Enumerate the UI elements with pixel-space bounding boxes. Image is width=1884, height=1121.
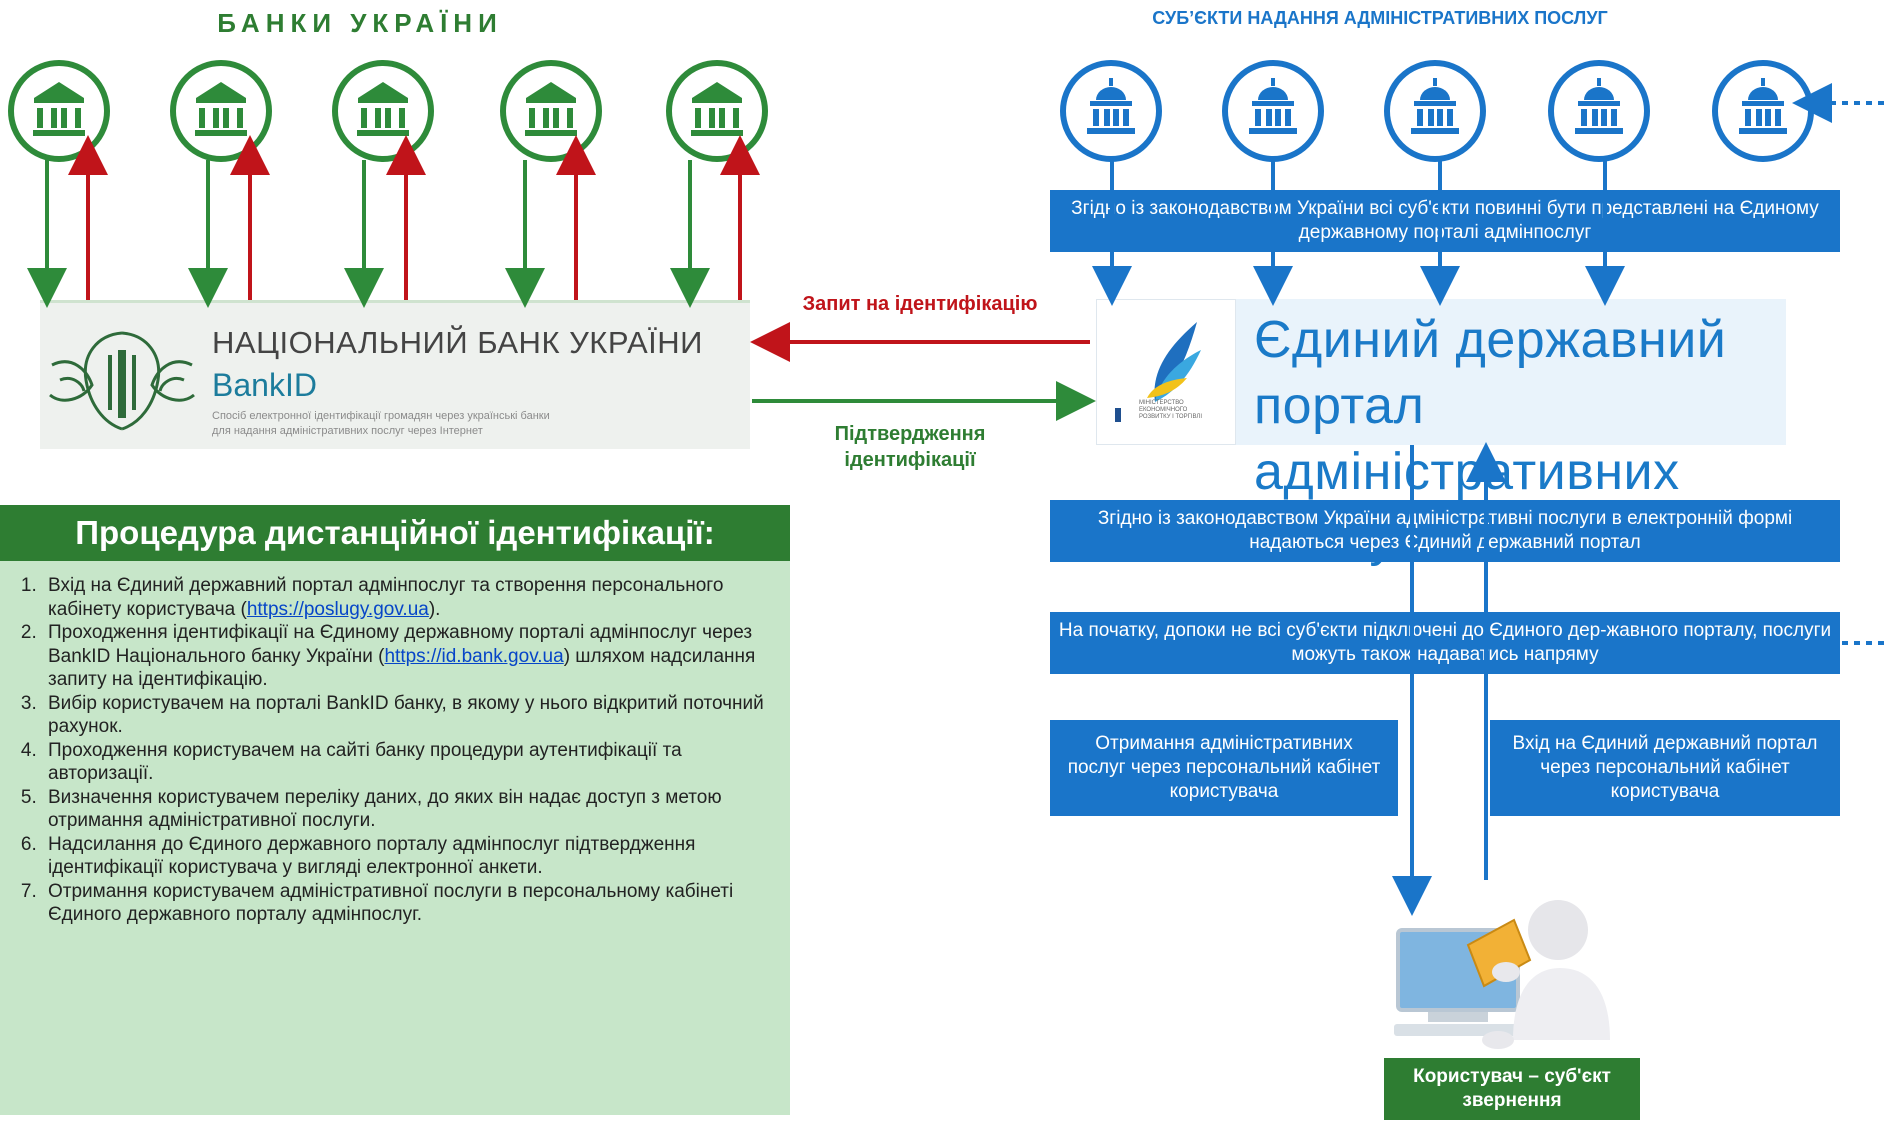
procedure-step: Вхід на Єдиний державний портал адмінпос… [42, 574, 790, 621]
procedure-step: Проходження ідентифікації на Єдиному дер… [42, 621, 790, 692]
procedure-step: Надсилання до Єдиного державного порталу… [42, 833, 790, 880]
procedure-step: Визначення користувачем переліку даних, … [42, 786, 790, 833]
user-at-computer-icon [1394, 900, 1610, 1049]
procedure-title: Процедура дистанційної ідентифікації: [0, 505, 790, 561]
portal-logo: МІНІСТЕРСТВО ЕКОНОМІЧНОГО РОЗВИТКУ І ТОР… [1096, 299, 1236, 445]
bankid-description: Спосіб електронної ідентифікації громадя… [212, 410, 550, 437]
bankid-link[interactable]: https://id.bank.gov.ua [384, 645, 564, 667]
banks-title: БАНКИ УКРАЇНИ [217, 8, 503, 38]
procedure-step: Проходження користувачем на сайті банку … [42, 739, 790, 786]
bank-icon[interactable] [332, 60, 434, 162]
poslugy-link[interactable]: https://poslugy.gov.ua [246, 598, 429, 620]
portal-feather-icon [1115, 322, 1201, 422]
procedure-list: Вхід на Єдиний державний портал адмінпос… [0, 561, 790, 1115]
receive-services-box: Отримання адміністративних послуг через … [1050, 720, 1398, 816]
procedure-step: Отримання користувачем адміністративної … [42, 880, 790, 927]
procedure-step: Вибір користувачем на порталі BankID бан… [42, 692, 790, 739]
login-portal-box: Вхід на Єдиний державний портал через пе… [1490, 720, 1840, 816]
nbu-bankid-panel[interactable]: НАЦІОНАЛЬНИЙ БАНК УКРАЇНИ BankID Спосіб … [40, 300, 750, 449]
user-label: Користувач – суб'єкт звернення [1384, 1058, 1640, 1120]
bankid-logo-text: BankID [212, 367, 317, 403]
nbu-title: НАЦІОНАЛЬНИЙ БАНК УКРАЇНИ [212, 325, 703, 360]
portal-logo-caption: МІНІСТЕРСТВО ЕКОНОМІЧНОГО РОЗВИТКУ І ТОР… [1139, 400, 1203, 420]
government-icon[interactable] [1548, 60, 1650, 162]
law-subjects-box: Згідно із законодавством України всі суб… [1050, 190, 1840, 252]
initially-direct-box: На початку, допоки не всі суб'єкти підкл… [1050, 612, 1840, 674]
subjects-title: СУБ’ЄКТИ НАДАННЯ АДМІНІСТРАТИВНИХ ПОСЛУГ [1152, 8, 1608, 28]
confirm-identification-label: Підтвердження ідентифікації [834, 423, 986, 471]
law-services-box: Згідно із законодавством України адмініс… [1050, 500, 1840, 562]
nbu-emblem-icon [49, 331, 195, 431]
request-identification-label: Запит на ідентифікацію [802, 293, 1038, 315]
bank-icon[interactable] [8, 60, 110, 162]
government-icon[interactable] [1384, 60, 1486, 162]
